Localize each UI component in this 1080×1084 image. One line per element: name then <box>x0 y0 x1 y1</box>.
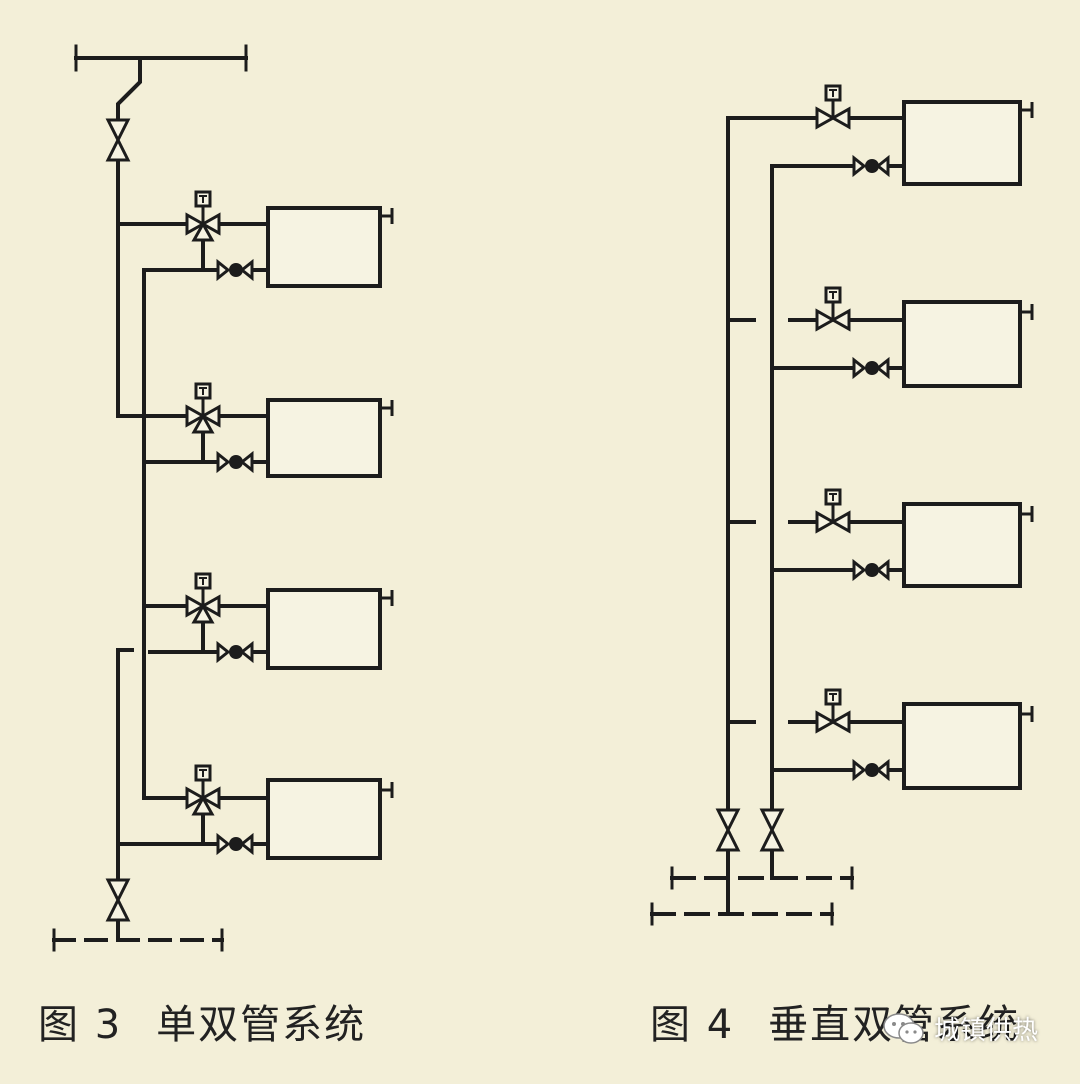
three-way-thermostatic-valve-icon <box>185 382 221 434</box>
wechat-icon <box>883 1012 924 1044</box>
bottom-return-pipe <box>116 648 134 880</box>
figure-4-diagram <box>650 116 906 926</box>
return-riser-pipe <box>142 268 188 800</box>
watermark: 城镇供热 <box>882 1010 1038 1047</box>
figure-3-number: 图 3 <box>38 1002 123 1048</box>
radiator <box>902 502 1022 588</box>
three-way-thermostatic-valve-icon <box>185 764 221 816</box>
isolation-valve-icon <box>760 808 784 852</box>
lockshield-valve-icon <box>216 260 254 280</box>
figure-3-title: 单双管系统 <box>156 1002 367 1048</box>
lockshield-valve-icon <box>852 560 890 580</box>
radiator <box>902 100 1022 186</box>
supply-riser-pipe <box>726 116 818 810</box>
lockshield-valve-icon <box>216 452 254 472</box>
isolation-valve-icon <box>716 808 740 852</box>
header-branch-pipe <box>116 56 142 120</box>
radiator <box>266 206 382 288</box>
thermostatic-valve-icon <box>815 488 851 533</box>
isolation-valve-icon <box>106 118 130 162</box>
radiator <box>266 398 382 478</box>
isolation-valve-icon <box>106 878 130 922</box>
figure-4-valves <box>716 84 890 852</box>
radiator <box>266 778 382 860</box>
thermostatic-valve-icon <box>815 688 851 733</box>
figure-3-radiators <box>266 206 394 860</box>
radiator <box>266 588 382 670</box>
figure-4-radiators <box>902 100 1034 790</box>
figure-4-caption: 图 4垂直双管系统 <box>650 992 1020 1050</box>
lockshield-valve-icon <box>852 760 890 780</box>
radiator <box>902 300 1022 388</box>
watermark-text: 城镇供热 <box>934 1016 1039 1046</box>
radiator <box>902 702 1022 790</box>
three-way-thermostatic-valve-icon <box>185 190 221 242</box>
lockshield-valve-icon <box>216 834 254 854</box>
thermostatic-valve-icon <box>815 84 851 129</box>
lockshield-valve-icon <box>852 358 890 378</box>
lockshield-valve-icon <box>852 156 890 176</box>
figure-4-number: 图 4 <box>650 1002 735 1048</box>
return-riser-pipe <box>770 164 854 810</box>
lockshield-valve-icon <box>216 642 254 662</box>
three-way-thermostatic-valve-icon <box>185 572 221 624</box>
thermostatic-valve-icon <box>815 286 851 331</box>
figure-3-diagram <box>52 44 270 952</box>
figure-3-caption: 图 3 单双管系统 <box>38 992 366 1050</box>
